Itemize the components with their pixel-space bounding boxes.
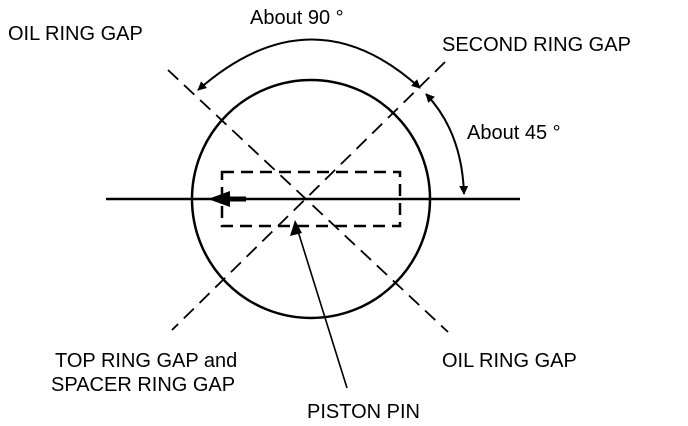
label-oil-ring-gap-bottom: OIL RING GAP: [442, 350, 577, 372]
label-oil-ring-gap-top: OIL RING GAP: [8, 23, 143, 45]
piston-pin-leader-line: [296, 227, 348, 389]
label-about-45: About 45 °: [467, 122, 561, 144]
label-piston-pin: PISTON PIN: [307, 401, 420, 423]
label-top-ring-gap-line2: SPACER RING GAP: [51, 374, 235, 396]
piston-pin-leader-arrowhead: [290, 220, 302, 236]
top-ring-gap-arrowhead: [208, 191, 230, 207]
diagonal-top-left-to-bottom-right: [167, 69, 449, 333]
angle-90-arc: [197, 38, 421, 91]
label-top-ring-gap-line1: TOP RING GAP and: [55, 350, 237, 372]
angle-45-arc: [425, 93, 469, 195]
label-second-ring-gap: SECOND RING GAP: [442, 34, 631, 56]
diagonal-top-right-to-bottom-left: [171, 61, 446, 331]
label-about-90: About 90 °: [250, 7, 344, 29]
